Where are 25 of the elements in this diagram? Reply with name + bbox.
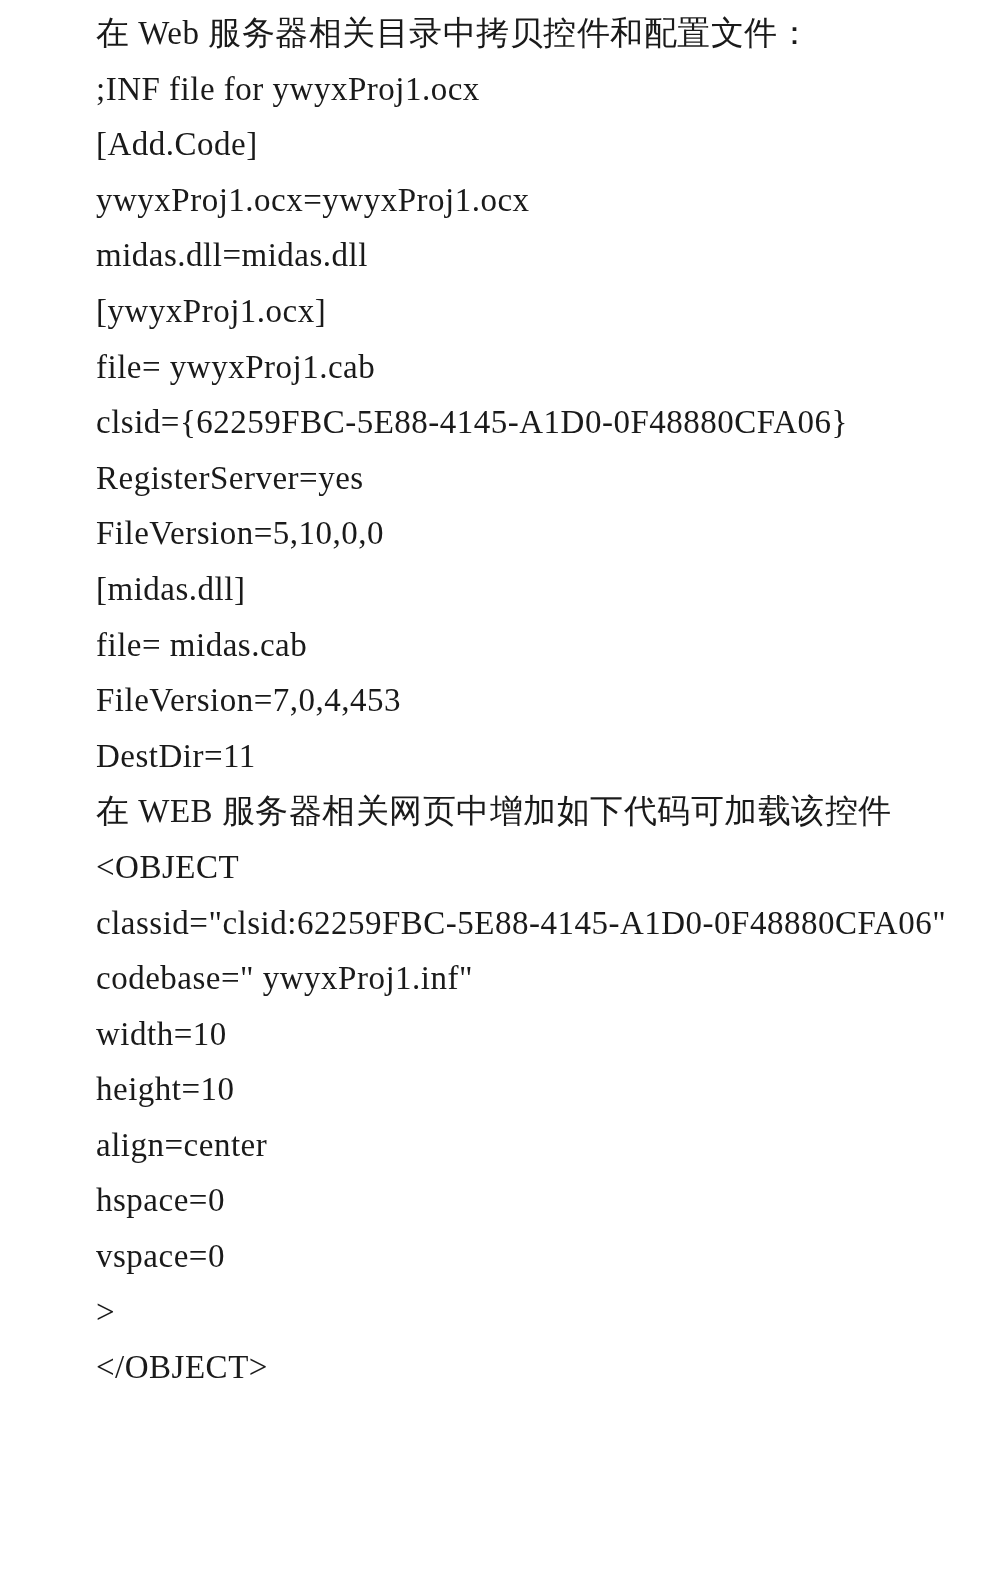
text-line: file= ywyxProj1.cab [95, 347, 377, 387]
text-line: DestDir=11 [95, 736, 257, 776]
text-line: 在 Web 服务器相关目录中拷贝控件和配置文件： [95, 14, 813, 53]
text-line: FileVersion=7,0,4,453 [95, 681, 403, 721]
text-line: ywyxProj1.ocx=ywyxProj1.ocx [95, 180, 531, 220]
text-line: [midas.dll] [95, 569, 247, 609]
text-line: codebase=" ywyxProj1.inf" [95, 959, 474, 999]
text-line: width=10 [95, 1014, 228, 1054]
text-line: clsid={62259FBC-5E88-4145-A1D0-0F48880CFA06} [95, 403, 849, 443]
text-line: [ywyxProj1.ocx] [95, 291, 328, 331]
text-line: > [95, 1292, 117, 1332]
text-line: </OBJECT> [95, 1348, 269, 1388]
text-line: classid="clsid:62259FBC-5E88-4145-A1D0-0F48880CFA06" [95, 903, 948, 943]
text-line: file= midas.cab [95, 625, 309, 665]
text-line: FileVersion=5,10,0,0 [95, 514, 386, 554]
text-line: hspace=0 [95, 1181, 226, 1221]
text-line: height=10 [95, 1070, 236, 1110]
text-line: midas.dll=midas.dll [95, 236, 369, 276]
text-line: align=center [95, 1125, 269, 1165]
text-line: [Add.Code] [95, 125, 259, 165]
text-line: vspace=0 [95, 1237, 226, 1277]
text-line: 在 WEB 服务器相关网页中增加如下代码可加载该控件 [95, 792, 893, 832]
text-line: ;INF file for ywyxProj1.ocx [95, 69, 481, 109]
text-line: RegisterServer=yes [95, 458, 365, 498]
text-line: <OBJECT [95, 847, 241, 887]
